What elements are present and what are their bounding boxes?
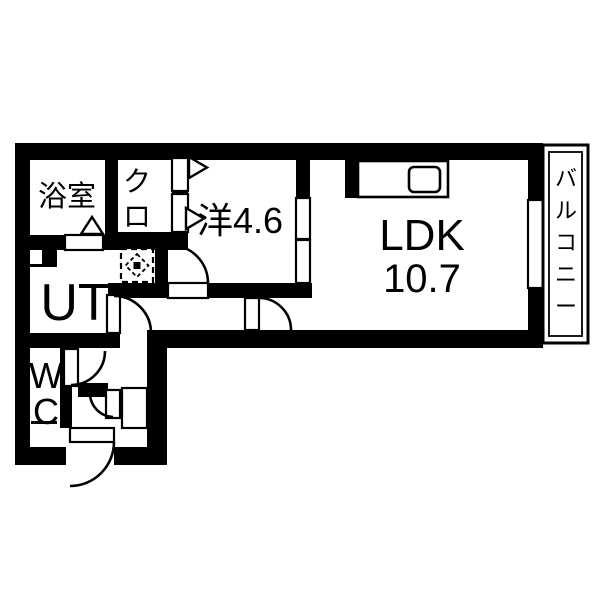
ldk-label-name: LDK bbox=[379, 211, 465, 260]
bath-door-opening bbox=[63, 233, 105, 252]
hall-door-leaf bbox=[243, 296, 261, 332]
closet-label-char-1: ク bbox=[123, 166, 151, 197]
balcony-label-char-3: コ bbox=[555, 230, 577, 255]
sliding-door-panel-1 bbox=[294, 196, 312, 241]
toilet-label: W C bbox=[29, 355, 63, 432]
bath-door-triangle bbox=[78, 214, 106, 236]
kitchen-sink bbox=[407, 165, 442, 194]
wc-door-arc bbox=[70, 350, 107, 387]
closet-arrow-bottom bbox=[184, 205, 207, 232]
balcony-label-char-1: バ bbox=[555, 166, 577, 191]
toilet-label-char-2: C bbox=[33, 391, 59, 432]
bedroom-bottom-wall bbox=[108, 283, 312, 298]
bath-label: 浴室 bbox=[38, 180, 96, 213]
washing-machine-center-dot bbox=[133, 262, 141, 269]
western-room-label: 洋4.6 bbox=[197, 200, 283, 241]
toilet-label-char-1: W bbox=[29, 355, 63, 396]
closet-arrow-top bbox=[187, 154, 210, 181]
ldk-label: LDK 10.7 bbox=[379, 211, 465, 301]
sliding-door-panel-2 bbox=[294, 238, 312, 285]
balcony-outline bbox=[541, 143, 590, 345]
shoe-storage-box bbox=[120, 386, 149, 430]
balcony-label: バ ル コ ニ ー bbox=[555, 166, 577, 319]
wc-door-leaf bbox=[62, 347, 80, 388]
balcony-label-char-4: ニ bbox=[555, 262, 577, 287]
entrance-door-gap bbox=[66, 447, 114, 465]
entrance-door-leaf bbox=[68, 426, 116, 444]
closet-door-panel-1 bbox=[170, 156, 190, 193]
balcony-label-char-5: ー bbox=[555, 294, 577, 319]
entrance-door-arc bbox=[69, 441, 116, 488]
top-wall bbox=[15, 143, 543, 160]
ldk-label-area: 10.7 bbox=[383, 257, 461, 301]
bedroom-door-arc bbox=[169, 243, 210, 284]
entry-right-wall bbox=[147, 330, 167, 447]
passage-door-leaf bbox=[105, 293, 122, 335]
left-wall bbox=[15, 143, 30, 465]
closet-label-char-2: ロ bbox=[123, 201, 151, 232]
bath-right-wall bbox=[105, 143, 118, 250]
balcony-outer-border bbox=[541, 143, 590, 345]
balcony-label-char-2: ル bbox=[555, 198, 577, 223]
washing-machine-diamond bbox=[124, 252, 150, 279]
corridor-bottom-wall bbox=[155, 330, 543, 348]
bedroom-door-opening bbox=[166, 281, 210, 300]
ldk-balcony-window bbox=[526, 198, 545, 290]
bath-step-notch bbox=[30, 250, 42, 264]
hall-door-arc bbox=[258, 296, 293, 331]
storage-door-leaf bbox=[104, 388, 122, 420]
kitchen-pillar bbox=[345, 160, 360, 198]
wc-threshold-line bbox=[31, 421, 57, 424]
closet-label: ク ロ bbox=[123, 166, 151, 232]
storage-door-arc bbox=[88, 393, 114, 419]
entry-stub-wall bbox=[78, 383, 108, 397]
balcony-inner-border bbox=[548, 151, 583, 337]
utility-label: UT bbox=[40, 274, 109, 332]
passage-door-arc bbox=[113, 294, 153, 334]
